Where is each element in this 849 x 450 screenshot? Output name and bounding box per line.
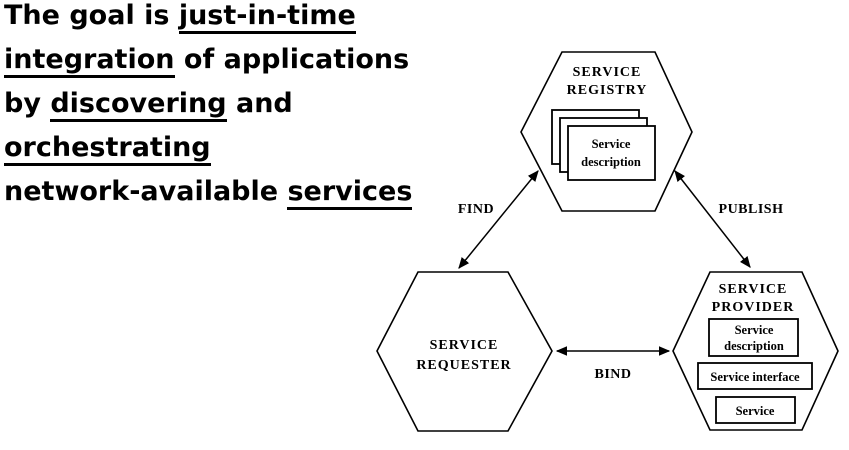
goal-text-plain: of applications bbox=[174, 44, 410, 75]
goal-text-plain: The goal is bbox=[4, 0, 179, 31]
provider-description-label-line2: description bbox=[724, 339, 784, 353]
card-front bbox=[567, 125, 656, 181]
service-requester-hexagon bbox=[376, 271, 553, 432]
find-arrow-label: FIND bbox=[458, 202, 494, 217]
provider-service-description-box bbox=[708, 318, 799, 357]
goal-text-plain: network-available bbox=[4, 176, 288, 207]
relationship-arrows: FIND PUBLISH BIND bbox=[458, 170, 784, 382]
goal-statement: The goal is just-in-time integration of … bbox=[4, 0, 413, 214]
goal-text-underlined-services: services bbox=[287, 176, 413, 210]
publish-arrow bbox=[674, 170, 751, 268]
service-provider-node: SERVICE PROVIDER Service description Ser… bbox=[672, 271, 839, 431]
service-provider-title-line2: PROVIDER bbox=[712, 300, 795, 315]
registry-card-label-line1: Service bbox=[592, 137, 631, 151]
service-requester-title-line2: REQUESTER bbox=[416, 358, 511, 373]
service-provider-title-line1: SERVICE bbox=[719, 282, 788, 297]
provider-description-label-line1: Service bbox=[735, 323, 774, 337]
goal-text-plain: and bbox=[226, 88, 293, 119]
publish-arrow-label: PUBLISH bbox=[719, 202, 784, 217]
goal-text-plain: by bbox=[4, 88, 51, 119]
goal-text-underlined-just-in-time: just-in-time bbox=[178, 0, 356, 34]
provider-interface-label: Service interface bbox=[710, 370, 800, 384]
goal-line-2: integration of applications bbox=[4, 38, 412, 82]
goal-line-1: The goal is just-in-time bbox=[4, 0, 412, 38]
goal-line-4: orchestrating bbox=[4, 126, 412, 170]
service-requester-title-line1: SERVICE bbox=[430, 338, 499, 353]
find-arrow bbox=[458, 170, 539, 269]
provider-service-interface-box bbox=[697, 362, 813, 390]
goal-text-underlined-orchestrating: orchestrating bbox=[4, 132, 211, 166]
goal-text-underlined-integration: integration bbox=[4, 44, 175, 78]
registry-card-label-line2: description bbox=[581, 155, 641, 169]
service-registry-title-line2: REGISTRY bbox=[567, 83, 648, 98]
bind-arrow-label: BIND bbox=[594, 367, 631, 382]
service-description-card-stack: Service description bbox=[551, 109, 656, 181]
provider-service-label: Service bbox=[736, 404, 775, 418]
provider-service-box bbox=[715, 396, 796, 424]
service-registry-title-line1: SERVICE bbox=[573, 65, 642, 80]
goal-text-underlined-discovering: discovering bbox=[50, 88, 227, 122]
service-registry-node: SERVICE REGISTRY Service description bbox=[520, 51, 693, 212]
service-requester-node: SERVICE REQUESTER bbox=[376, 271, 553, 432]
goal-line-3: by discovering and bbox=[4, 82, 412, 126]
goal-line-5: network-available services bbox=[4, 170, 413, 214]
